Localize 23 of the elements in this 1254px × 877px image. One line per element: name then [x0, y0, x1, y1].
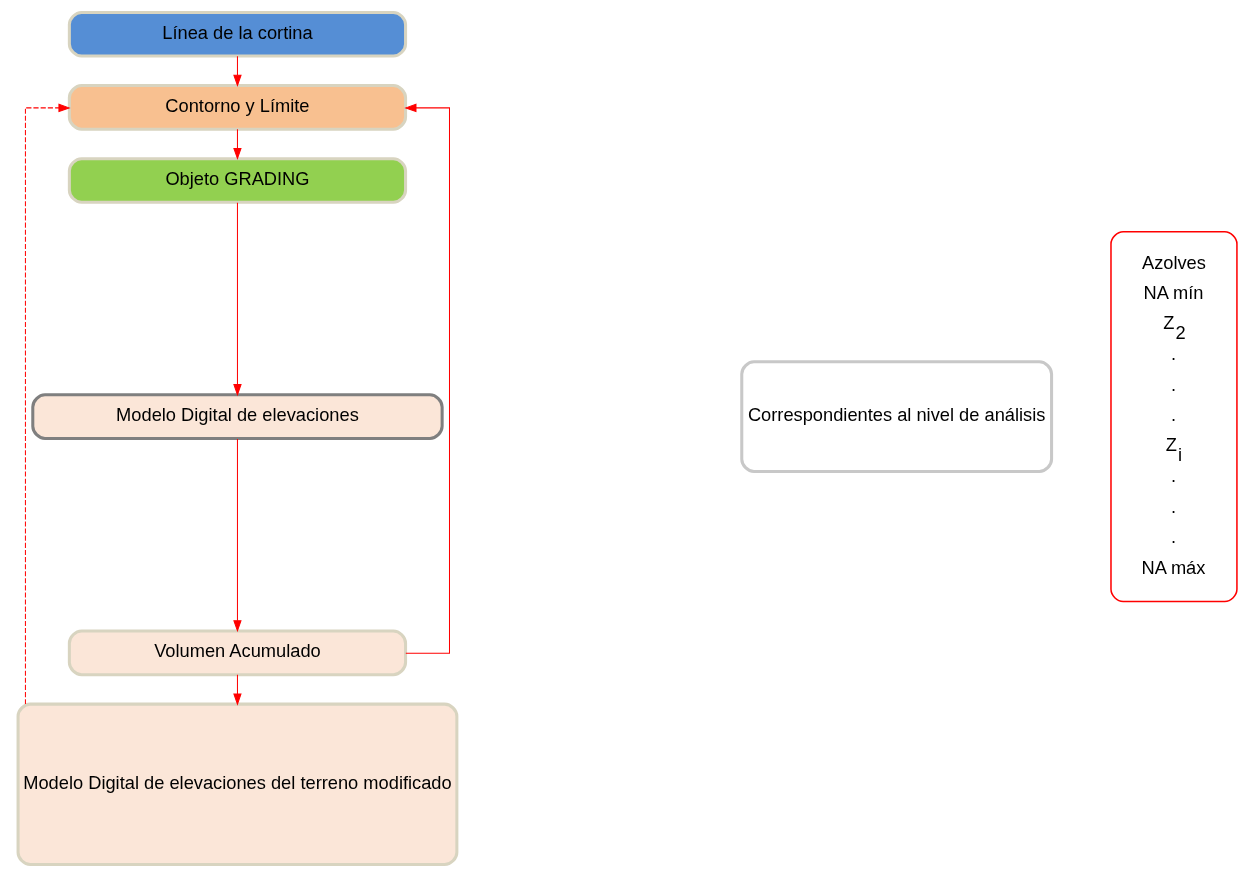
label: .: [1170, 404, 1176, 426]
node-box: Contorno y Límite: [67, 84, 407, 131]
label: NA máx: [1140, 556, 1205, 578]
arrow: [403, 103, 450, 654]
label: .: [1170, 343, 1176, 365]
node-box: Volumen Acumulado: [67, 629, 407, 677]
node-box: Correspondientes al nivel de análisis: [739, 360, 1053, 474]
node-box: Línea de la cortina: [67, 10, 407, 58]
node-box: Objeto GRADING: [67, 157, 407, 204]
arrow: [24, 103, 71, 705]
arrow: [232, 438, 242, 633]
node-box: Modelo Digital de elevaciones del terreno modificado: [16, 702, 458, 867]
node-box: Modelo Digital de elevaciones: [30, 393, 444, 441]
label: .: [1170, 465, 1176, 487]
label: Azolves: [1141, 251, 1206, 273]
label: NA mín: [1142, 282, 1203, 304]
arrow: [232, 202, 242, 397]
arrow: [232, 674, 242, 706]
arrow: [232, 128, 242, 161]
label: .: [1170, 495, 1176, 517]
label: .: [1170, 373, 1176, 395]
label: .: [1170, 526, 1176, 548]
arrow: [232, 55, 242, 87]
